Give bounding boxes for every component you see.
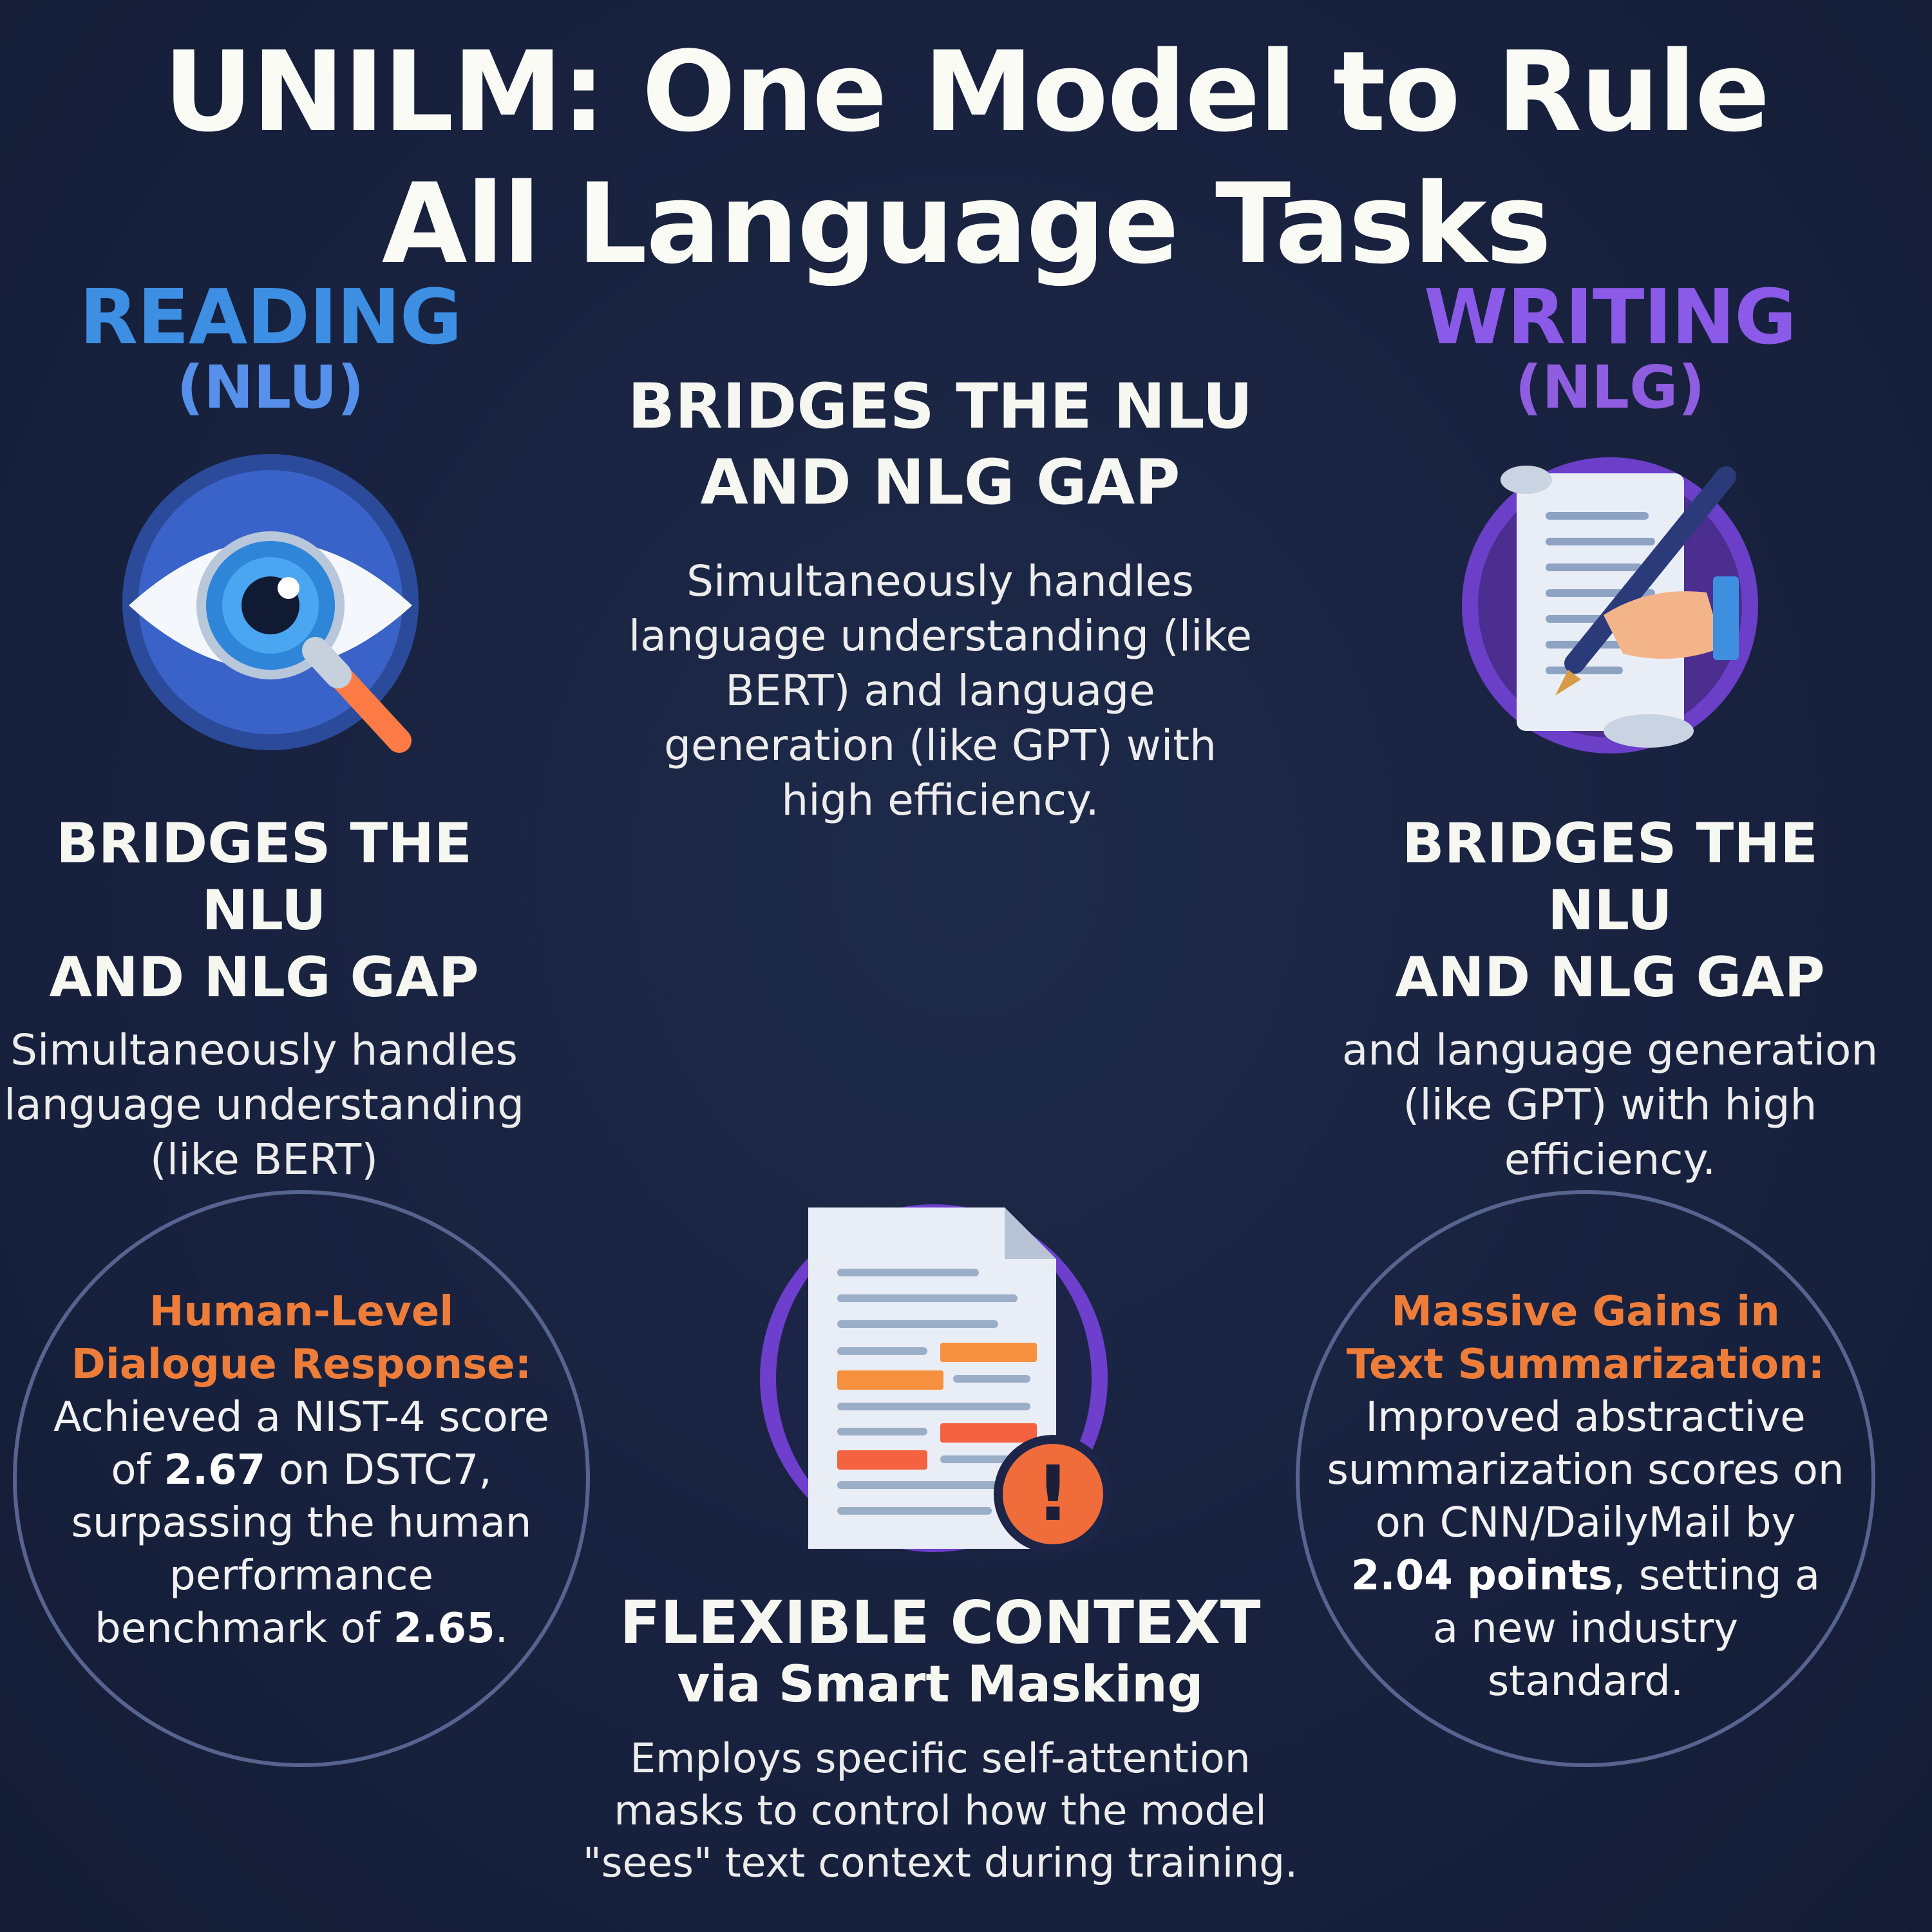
scroll-pen-icon [1462, 457, 1758, 753]
human-benchmark-score: 2.65 [393, 1605, 495, 1653]
writing-label: WRITING [1424, 272, 1797, 361]
center-heading: BRIDGES THE NLU AND NLG GAP [627, 370, 1253, 518]
dialogue-title-line-1: Human-Level [149, 1288, 454, 1336]
center-body: Simultaneously handles language understa… [629, 556, 1252, 825]
writing-section: BRIDGES THE NLU AND NLG GAP and language… [1340, 810, 1880, 1187]
writing-label-group: WRITING (NLG) [1404, 278, 1816, 420]
title-line-2: All Language Tasks [381, 159, 1552, 289]
reading-body: Simultaneously handles language understa… [3, 1025, 525, 1184]
eye-magnifier-icon [122, 454, 419, 753]
summarization-stat: Massive Gains in Text Summarization: Imp… [1309, 1285, 1862, 1708]
summarization-title-line-1: Massive Gains in [1391, 1288, 1780, 1336]
dialogue-title-line-2: Dialogue Response: [71, 1341, 532, 1388]
summarization-circle [1296, 1190, 1875, 1767]
summarization-title-line-2: Text Summarization: [1346, 1341, 1825, 1388]
context-section: FLEXIBLE CONTEXT via Smart Masking Emplo… [554, 1592, 1327, 1889]
writing-heading: BRIDGES THE NLU AND NLG GAP [1395, 811, 1825, 1010]
reading-sublabel: (NLU) [176, 353, 365, 422]
center-bridge-section: BRIDGES THE NLU AND NLG GAP Simultaneous… [554, 368, 1327, 828]
document-alert-icon: ! [760, 1204, 1112, 1553]
title-line-1: UNILM: One Model to Rule [163, 27, 1770, 156]
dialogue-stat: Human-Level Dialogue Response: Achieved … [26, 1285, 577, 1655]
reading-label: READING [79, 272, 462, 361]
reading-section: BRIDGES THE NLU AND NLG GAP Simultaneous… [0, 810, 528, 1187]
dialogue-score: 2.67 [164, 1446, 266, 1494]
context-heading: FLEXIBLE CONTEXT via Smart Masking [620, 1588, 1261, 1714]
reading-heading: BRIDGES THE NLU AND NLG GAP [49, 811, 479, 1010]
alert-icon: ! [1036, 1449, 1070, 1538]
writing-sublabel: (NLG) [1515, 353, 1705, 422]
writing-body: and language generation (like GPT) with … [1341, 1025, 1879, 1184]
reading-label-group: READING (NLU) [64, 278, 477, 420]
dialogue-circle [13, 1190, 590, 1767]
context-body: Employs specific self-attention masks to… [582, 1735, 1298, 1886]
summarization-gain: 2.04 points [1350, 1552, 1613, 1600]
page-title: UNILM: One Model to Rule All Language Ta… [0, 26, 1932, 290]
